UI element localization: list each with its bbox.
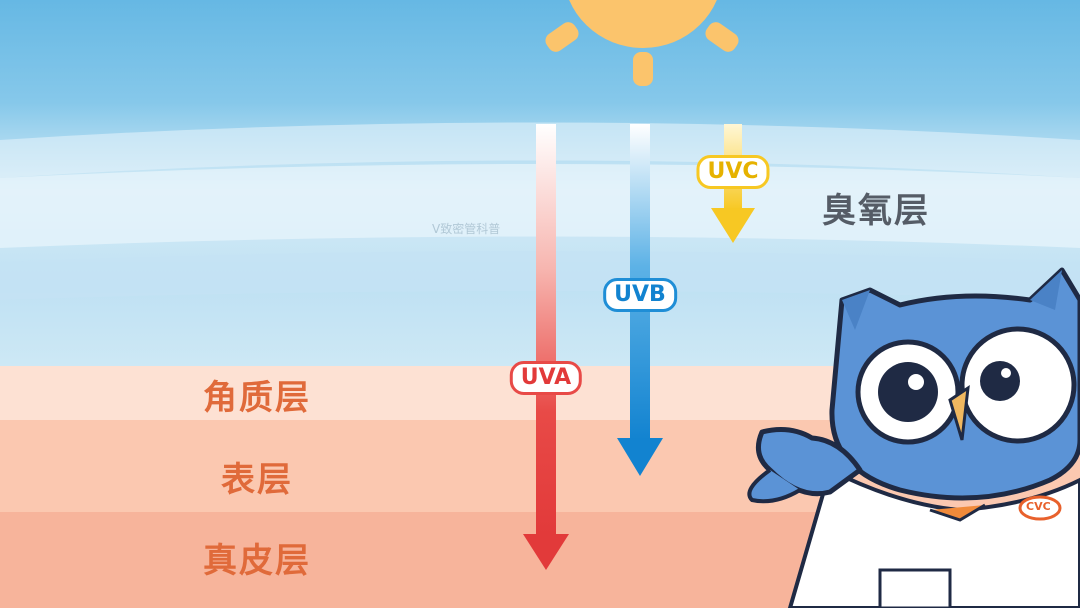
owl-mascot xyxy=(747,267,1080,608)
sun-icon xyxy=(545,0,739,86)
owl-badge-text: CVC xyxy=(1026,500,1051,513)
dermis-label: 真皮层 xyxy=(203,541,311,581)
watermark-text: V致密管科普 xyxy=(432,222,501,236)
uvc-tag: UVC xyxy=(696,155,770,189)
uvb-tag: UVB xyxy=(603,278,677,312)
stratum-corneum-label: 角质层 xyxy=(203,378,311,418)
uva-arrow xyxy=(523,124,569,570)
epidermis-label: 表层 xyxy=(221,460,293,500)
uva-tag: UVA xyxy=(509,361,583,395)
ozone-layer-label: 臭氧层 xyxy=(822,191,930,231)
